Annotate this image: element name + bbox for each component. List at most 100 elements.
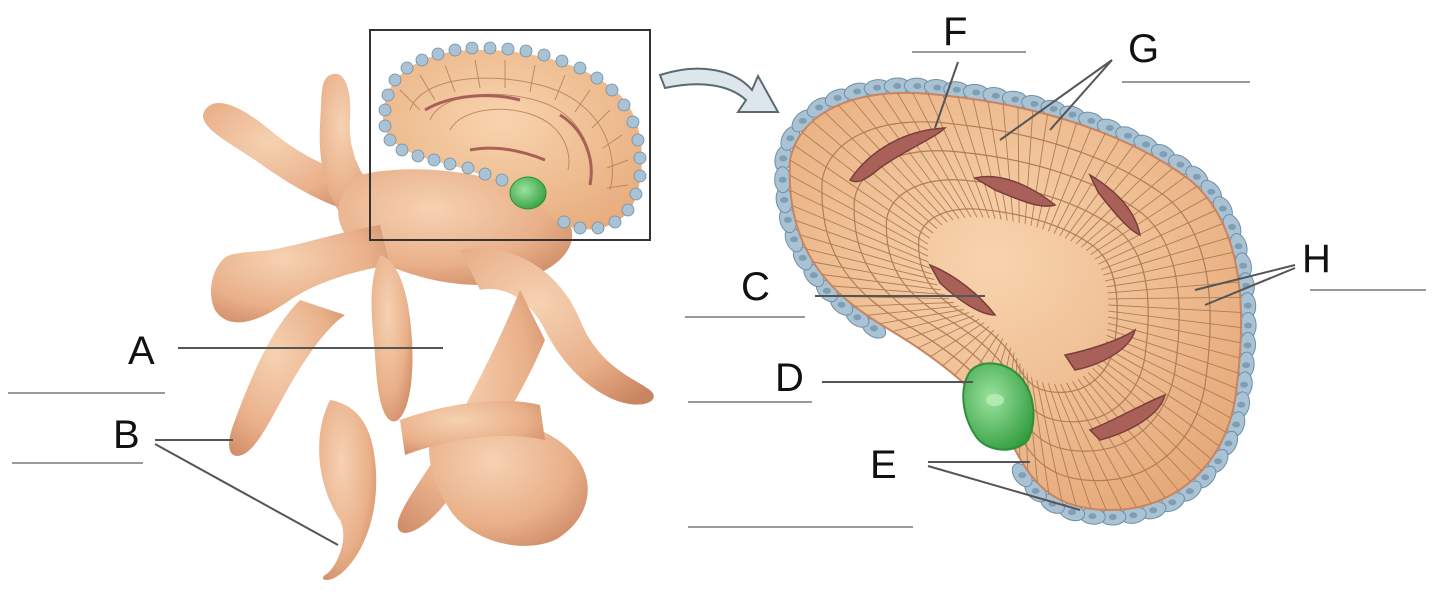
cell-wall	[1002, 104, 1014, 222]
shell-cell-nucleus	[1192, 173, 1201, 180]
shell-cell-nucleus	[1237, 401, 1246, 408]
shell-cell-nucleus	[778, 176, 787, 183]
shell-cell-nucleus	[1228, 224, 1236, 230]
cell-wall	[1098, 209, 1216, 265]
green-cell	[962, 362, 1035, 451]
cell-wall	[1106, 334, 1237, 389]
cell-wall	[1087, 372, 1192, 482]
shell-cell-nucleus	[853, 314, 862, 321]
cell-wall	[1053, 133, 1106, 234]
cell-wall	[799, 234, 933, 275]
shell-cell-nucleus	[1087, 117, 1096, 124]
cell-wall	[917, 318, 980, 349]
shell-cell-nucleus	[1243, 342, 1252, 349]
shell-cell-nucleus	[893, 83, 902, 89]
label-c: C	[741, 265, 770, 309]
cell-wall	[881, 93, 966, 218]
shell-cell-nucleus	[1108, 514, 1117, 520]
cell-wall	[789, 174, 929, 251]
shell-cell-nucleus	[1031, 488, 1040, 494]
cell-wall	[1100, 223, 1224, 270]
cell-wall	[789, 159, 929, 245]
cell-wall	[1036, 380, 1063, 501]
shell-cell-nucleus	[991, 92, 1000, 99]
cell-wall	[1105, 340, 1235, 404]
cell-wall	[790, 189, 929, 257]
cell-wall	[1036, 118, 1063, 228]
shell-cell-nucleus	[1068, 509, 1076, 516]
shell-cell-nucleus	[837, 301, 846, 308]
cell-wall	[972, 98, 1002, 220]
shell-cell-nucleus	[833, 94, 842, 101]
shell-cell-nucleus	[1105, 125, 1114, 131]
shell-cell-nucleus	[780, 196, 789, 203]
inset-frame	[369, 29, 651, 241]
cell-wall	[1094, 197, 1208, 260]
shell-cell-nucleus	[1159, 151, 1168, 158]
cell-wall	[1105, 251, 1234, 282]
capillaries	[848, 127, 1167, 441]
shell-cell-nucleus	[1129, 512, 1138, 519]
shell-cell-nucleus	[1224, 440, 1233, 447]
curved-arrow	[658, 67, 780, 113]
shell-cell-nucleus	[913, 83, 922, 90]
shell-cell-nucleus	[1185, 488, 1194, 495]
cell-wall	[1085, 176, 1186, 251]
cell-wall	[942, 325, 990, 367]
shell-cell-nucleus	[809, 272, 818, 279]
shell-cell-nucleus	[1088, 513, 1097, 520]
answer-blanks	[8, 51, 1426, 528]
cell-wall	[1042, 123, 1078, 230]
shell-cell-nucleus	[1207, 188, 1216, 195]
shell-cell-nucleus	[853, 88, 862, 95]
cell-wall	[813, 261, 938, 286]
label-h: H	[1302, 237, 1331, 281]
cell-wall	[930, 322, 985, 357]
shell-cell-nucleus	[1240, 381, 1249, 388]
shell-cell-nucleus	[1049, 105, 1058, 112]
cell-wall	[897, 92, 972, 218]
cell-wall	[957, 96, 996, 219]
cell-wall	[794, 145, 931, 239]
leader-lines	[154, 59, 1296, 546]
cell-wall	[879, 309, 964, 325]
cell-wall	[1054, 383, 1107, 510]
cell-wall	[1031, 377, 1050, 494]
cell-wall	[1092, 367, 1202, 472]
cell-wall	[1083, 375, 1179, 491]
cell-wall	[1060, 383, 1122, 510]
cell-row	[853, 150, 1180, 452]
cell-wall	[942, 95, 990, 219]
cell-wall	[927, 93, 984, 218]
shell-cell-nucleus	[1018, 472, 1027, 479]
shell-cell-nucleus	[1243, 302, 1252, 309]
label-e: E	[870, 443, 897, 487]
cell-wall	[1102, 352, 1227, 433]
cell-wall	[831, 285, 945, 295]
shell-cell-nucleus	[1218, 205, 1227, 212]
shell-cell-nucleus	[869, 325, 878, 332]
cell-wall	[1108, 304, 1242, 313]
shell-cell-nucleus	[1242, 362, 1251, 369]
label-a: A	[128, 329, 155, 373]
cell-wall	[1106, 266, 1237, 288]
shell-cell-nucleus	[1068, 111, 1077, 118]
cell-wall	[987, 101, 1008, 221]
shell-cell-nucleus	[933, 84, 942, 91]
shell-cell-nucleus	[1030, 100, 1039, 107]
shell-cell-nucleus	[786, 135, 795, 142]
shell-cell-nucleus	[783, 216, 792, 223]
cell-wall	[1108, 310, 1242, 329]
cell-row	[821, 121, 1211, 482]
cell-wall	[852, 99, 954, 221]
cell-wall	[1108, 316, 1241, 344]
shell-cell-nucleus	[798, 254, 807, 261]
cell-wall	[801, 132, 934, 234]
cell-wall	[1077, 378, 1166, 499]
shell-cell-nucleus	[972, 89, 981, 96]
shell-cell-nucleus	[798, 117, 807, 124]
shell-cell-nucleus	[873, 84, 882, 91]
cell-wall	[905, 315, 975, 340]
